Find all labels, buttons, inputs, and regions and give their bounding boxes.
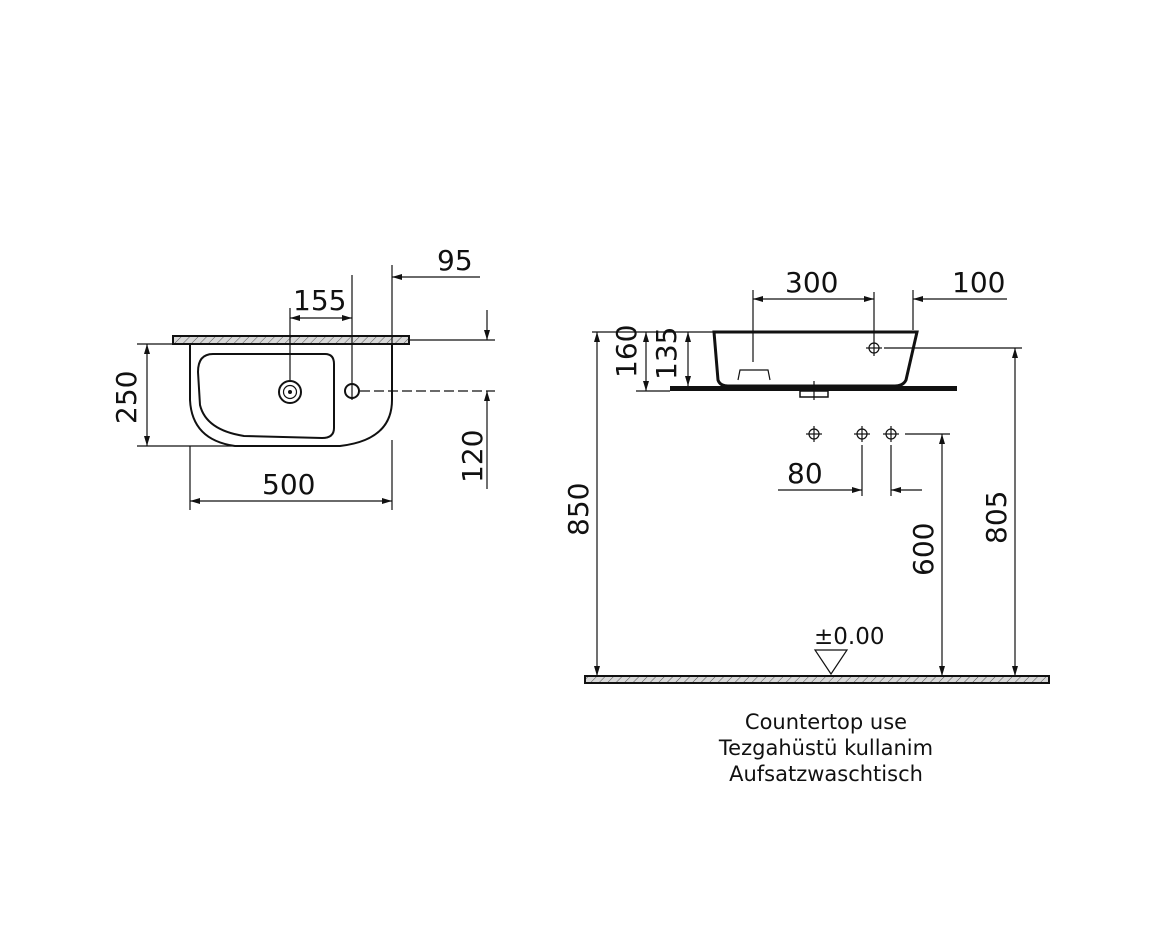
dim-120: 120 xyxy=(456,430,489,483)
floor xyxy=(584,675,1050,684)
side-view: 300 100 160 135 80 850 600 805 ±0.0 xyxy=(562,266,1050,684)
top-view-countertop xyxy=(172,335,410,345)
floor-level-label: ±0.00 xyxy=(814,624,884,650)
dim-160: 160 xyxy=(610,325,643,378)
dim-300: 300 xyxy=(785,266,838,299)
dim-95: 95 xyxy=(437,244,473,277)
dim-805: 805 xyxy=(980,491,1013,544)
basin-outline xyxy=(189,344,393,447)
basin-side-profile xyxy=(712,330,919,388)
caption-de: Aufsatzwaschtisch xyxy=(729,762,923,786)
dim-100: 100 xyxy=(952,266,1005,299)
dim-155: 155 xyxy=(293,284,346,317)
dim-600: 600 xyxy=(907,523,940,576)
dim-250: 250 xyxy=(110,371,143,424)
dim-500: 500 xyxy=(262,468,315,501)
caption-en: Countertop use xyxy=(745,710,907,734)
caption-tr: Tezgahüstü kullanim xyxy=(718,736,933,760)
drain-icon xyxy=(278,380,302,404)
basin-bowl xyxy=(196,353,335,440)
water-supply-icons xyxy=(806,426,899,442)
caption: Countertop use Tezgahüstü kullanim Aufsa… xyxy=(718,710,933,786)
top-view: 95 155 250 120 500 xyxy=(110,244,495,510)
dim-80: 80 xyxy=(787,457,823,490)
dim-135: 135 xyxy=(650,327,683,380)
dim-850: 850 xyxy=(562,483,595,536)
level-marker-icon xyxy=(813,649,849,676)
